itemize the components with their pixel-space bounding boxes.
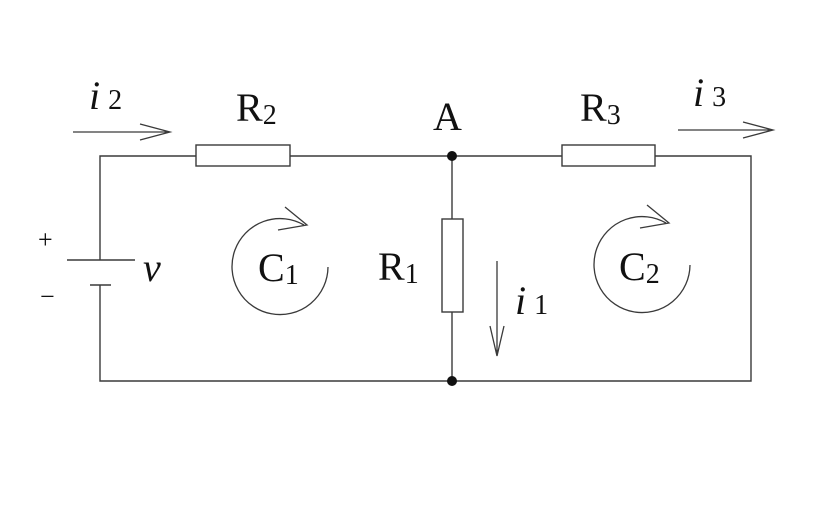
resistor-r2: R2 bbox=[195, 85, 291, 167]
wire-top-right bbox=[99, 155, 752, 382]
minus-sign: − bbox=[40, 282, 55, 311]
loop-c2-label: C2 bbox=[619, 244, 660, 290]
resistor-r3: R3 bbox=[561, 85, 656, 167]
loop-c1-label: C1 bbox=[258, 245, 299, 291]
resistor-r3-label: R3 bbox=[580, 85, 621, 131]
wire-top-left bbox=[99, 155, 196, 260]
clockwise-arrow-icon bbox=[231, 206, 329, 316]
clockwise-arrow-icon bbox=[593, 204, 691, 314]
node-a: A bbox=[433, 94, 462, 386]
resistor-r1-body bbox=[441, 218, 464, 313]
arrow-down-icon bbox=[489, 261, 505, 357]
wires bbox=[99, 155, 752, 382]
node-a-dot bbox=[447, 151, 457, 161]
resistor-r1-label: R1 bbox=[378, 244, 419, 290]
resistor-r1: R1 bbox=[378, 218, 464, 313]
loop-c2: C2 bbox=[593, 204, 691, 314]
node-bottom-dot bbox=[447, 376, 457, 386]
voltage-source: + − v bbox=[38, 225, 161, 311]
node-a-label: A bbox=[433, 94, 462, 139]
plus-sign: + bbox=[38, 225, 53, 254]
arrow-right-icon bbox=[73, 123, 173, 141]
resistor-r3-body bbox=[561, 144, 656, 167]
loop-c1: C1 bbox=[231, 206, 329, 316]
resistor-r2-label: R2 bbox=[236, 85, 277, 131]
source-label: v bbox=[143, 245, 161, 290]
resistor-r2-body bbox=[195, 144, 291, 167]
arrow-right-icon bbox=[678, 121, 776, 139]
